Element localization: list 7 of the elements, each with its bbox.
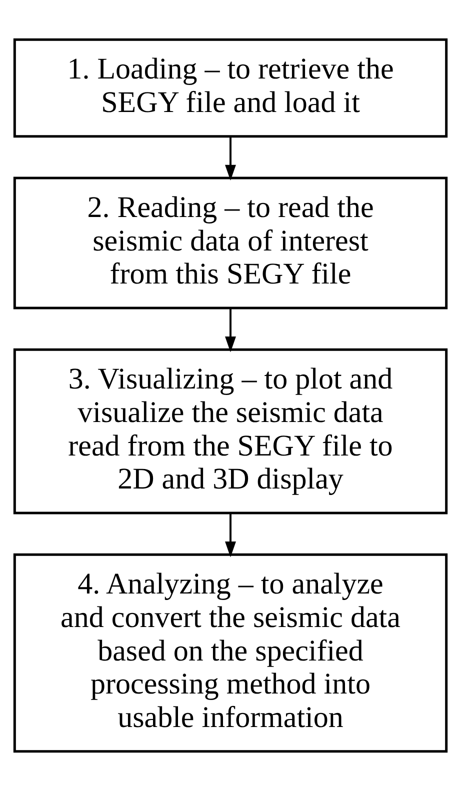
- node-box: 2. Reading – to read the seismic data of interest from this SEGY file: [13, 176, 448, 310]
- node-box: 4. Analyzing – to analyze and convert the seismic data based on the specified processing method into usable information: [13, 553, 448, 753]
- arrow: [225, 513, 236, 558]
- node-box: 3. Visualizing – to plot and visualize the seismic data read from the SEGY file to 2D and 3D display: [13, 348, 448, 514]
- node-box: 1. Loading – to retrieve the SEGY file and load it: [13, 38, 448, 138]
- arrow: [225, 308, 236, 352]
- arrow: [225, 136, 236, 181]
